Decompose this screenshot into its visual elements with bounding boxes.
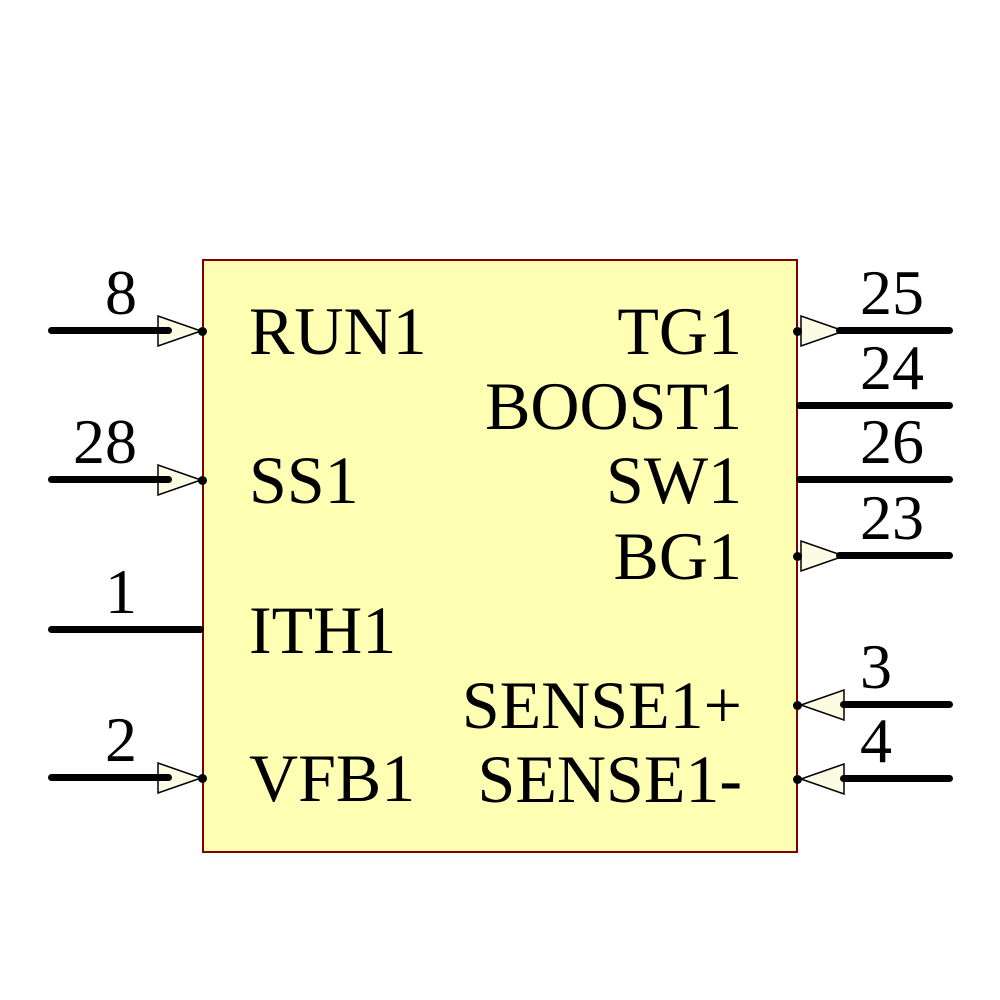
pin-23-wire[interactable] [836, 552, 953, 559]
pin-tg1-label: TG1 [617, 293, 742, 369]
pin-28-connection-dot [198, 476, 207, 485]
pin-3-connection-dot [793, 701, 802, 710]
pin-4-input-arrow-icon [799, 763, 845, 795]
pin-26-number: 26 [860, 406, 924, 477]
pin-8-number: 8 [105, 257, 137, 328]
pin-25-connection-dot [793, 327, 802, 336]
pin-sense1minus-label: SENSE1- [477, 741, 742, 817]
pin-3-input-arrow-icon [799, 689, 845, 721]
pin-23-connection-dot [793, 552, 802, 561]
pin-ss1-label: SS1 [249, 442, 359, 518]
pin-run1-label: RUN1 [249, 293, 427, 369]
pin-bg1-label: BG1 [613, 518, 742, 594]
pin-sw1-label: SW1 [606, 442, 742, 518]
pin-sense1plus-label: SENSE1+ [461, 667, 742, 743]
pin-2-wire[interactable] [48, 774, 172, 781]
pin-24-wire[interactable] [796, 402, 953, 409]
pin-28-wire[interactable] [48, 476, 172, 483]
pin-4-number: 4 [860, 705, 892, 776]
component-body[interactable] [202, 259, 798, 853]
pin-24-number: 24 [860, 332, 924, 403]
pin-3-number: 3 [860, 631, 892, 702]
pin-2-number: 2 [105, 704, 137, 775]
pin-boost1-label: BOOST1 [485, 368, 742, 444]
pin-25-wire[interactable] [836, 327, 953, 334]
pin-1-wire[interactable] [48, 626, 204, 633]
pin-8-connection-dot [198, 327, 207, 336]
pin-2-connection-dot [198, 774, 207, 783]
pin-vfb1-label: VFB1 [249, 740, 416, 816]
pin-8-wire[interactable] [48, 327, 172, 334]
pin-25-number: 25 [860, 257, 924, 328]
pin-ith1-label: ITH1 [249, 592, 397, 668]
pin-3-wire[interactable] [840, 701, 953, 708]
pin-4-connection-dot [793, 775, 802, 784]
pin-26-wire[interactable] [796, 476, 953, 483]
pin-4-wire[interactable] [840, 775, 953, 782]
pin-23-number: 23 [860, 482, 924, 553]
pin-1-number: 1 [105, 556, 137, 627]
pin-28-number: 28 [73, 406, 137, 477]
